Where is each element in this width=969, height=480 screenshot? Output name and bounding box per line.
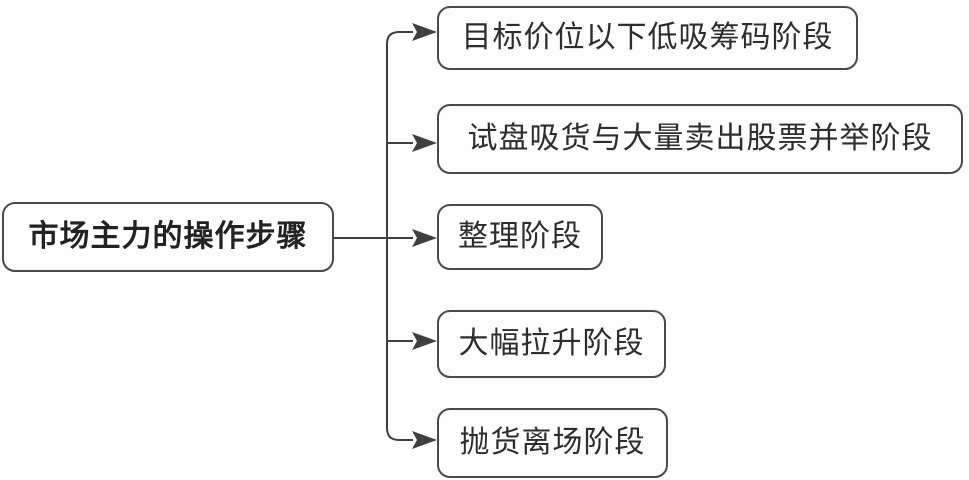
branch-node-label: 大幅拉升阶段 (458, 327, 645, 360)
connector-trunk (386, 31, 413, 441)
arrowhead-branch2-icon (412, 134, 437, 152)
arrowhead-branch4-icon (412, 332, 437, 350)
branch-node-exit: 抛货离场阶段 (437, 408, 668, 478)
branch-node-consolidation: 整理阶段 (437, 204, 603, 270)
arrowhead-branch1-icon (412, 23, 437, 41)
branch-node-accumulation: 目标价位以下低吸筹码阶段 (437, 6, 858, 70)
branch-node-label: 目标价位以下低吸筹码阶段 (461, 21, 834, 54)
arrowhead-branch5-icon (412, 431, 437, 449)
branch-node-label: 试盘吸货与大量卖出股票并举阶段 (467, 122, 933, 155)
branch-node-label: 整理阶段 (458, 220, 582, 253)
branch-node-label: 抛货离场阶段 (459, 426, 646, 459)
branch-node-rally: 大幅拉升阶段 (437, 310, 666, 378)
branch-node-testing: 试盘吸货与大量卖出股票并举阶段 (437, 104, 963, 174)
root-node: 市场主力的操作步骤 (2, 202, 334, 272)
arrowhead-branch3-icon (412, 229, 437, 247)
root-node-label: 市场主力的操作步骤 (28, 220, 308, 253)
